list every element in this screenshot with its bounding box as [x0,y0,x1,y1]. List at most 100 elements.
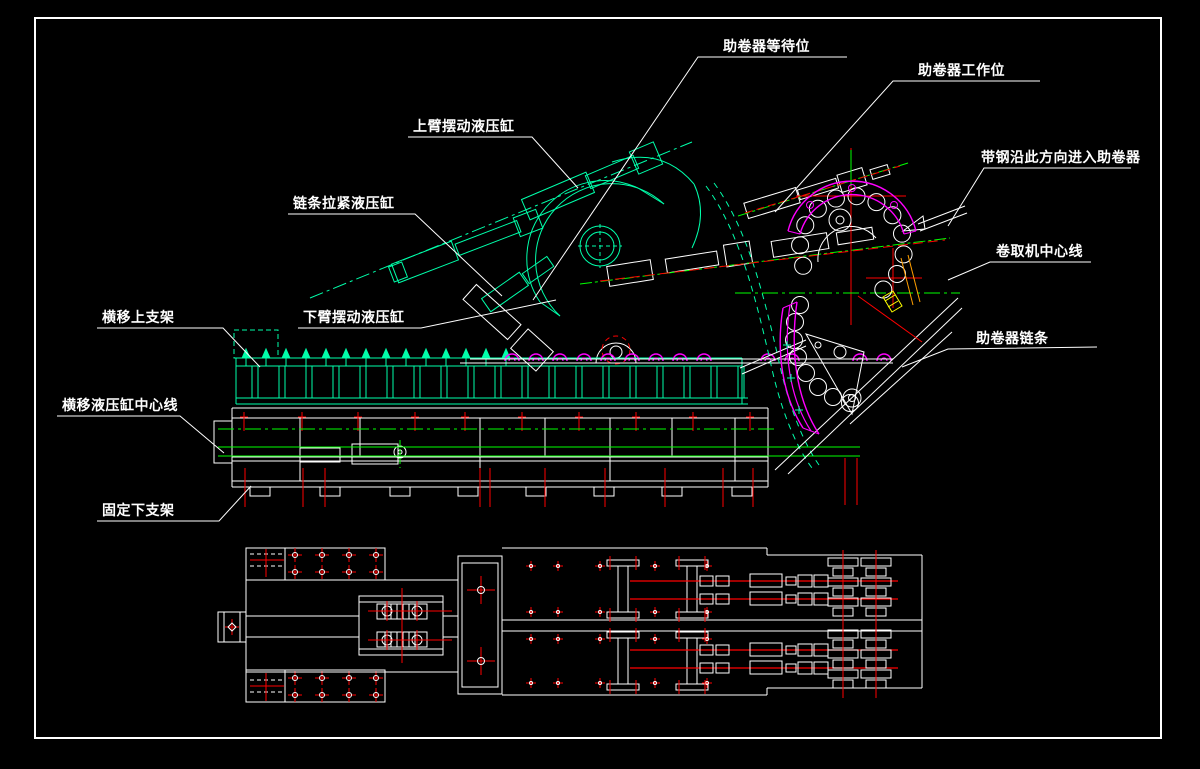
cad-circle [653,564,657,568]
cad-line [857,295,923,343]
cad-rect [661,486,683,497]
cad-g [628,141,664,175]
cad-rect [715,644,730,656]
cad-circle [814,341,822,349]
cad-circle [892,224,911,243]
cad-path [281,347,291,358]
cad-path [817,225,877,263]
cad-circle [653,681,657,685]
cad-circle [529,637,533,641]
cad-rect [606,611,640,619]
cad-rect [358,595,444,656]
cad-g [606,259,654,287]
cad-rect [715,593,730,605]
cad-rect [743,186,801,220]
cad-path [535,183,665,317]
cad-circle [874,280,893,299]
cad-circle [529,681,533,685]
cad-rect [749,642,783,657]
cad-circle [556,564,560,568]
label-strip-entry-direction: 带钢沿此方向进入助卷器 [947,149,1141,227]
label-wrapper-chain: 助卷器链条 [901,330,1098,368]
cad-rect [521,255,555,285]
cad-rect [390,240,460,284]
cad-circle [848,184,856,192]
leader-line [97,485,252,522]
cad-circle [373,675,379,681]
label-text: 带钢沿此方向进入助卷器 [981,149,1141,165]
cad-circle [883,206,902,225]
label-wait-position: 助卷器等待位 [532,38,847,301]
cad-path [779,307,804,429]
cad-path [341,347,351,358]
cad-rect [509,328,555,372]
cad-circle [789,348,807,366]
cad-line [903,230,917,235]
cad-circle [601,335,631,365]
cad-line [919,212,968,232]
cad-path [713,182,820,466]
cad-path [628,357,636,362]
cad-path [401,347,411,358]
label-lower-arm-cylinder: 下臂摆动液压缸 [298,299,557,329]
cad-line [917,205,966,225]
cad-circle [796,216,815,235]
cad-g [462,283,522,341]
cad-line [887,300,899,308]
cad-rect [675,631,709,639]
cad-circle [477,586,485,594]
cad-rect [389,486,411,497]
cad-circle [890,201,898,209]
cad-circle [346,552,352,558]
cad-path [691,183,702,249]
elevation-view [213,141,968,507]
cad-line [849,331,953,425]
cad-rect [462,283,522,341]
cad-path [804,333,865,416]
cad-rect [525,486,547,497]
cad-path [556,357,564,362]
cad-rect [785,645,797,655]
cad-path [700,357,708,362]
cad-rect [233,329,279,359]
cad-rect [797,661,813,675]
leader-line [97,327,261,368]
cad-rect [606,259,654,287]
cad-circle [797,364,815,382]
cad-path [595,342,637,364]
leader-line [901,346,1098,368]
cad-circle [373,552,379,558]
cad-line [309,141,693,299]
cad-path [421,347,431,358]
cad-rect [245,669,386,703]
cad-circle [373,569,379,575]
leader-line [288,213,503,297]
cad-circle [653,610,657,614]
cad-circle [319,569,325,575]
cad-circle [791,236,810,255]
cad-line [802,427,820,435]
cad-circle [653,637,657,641]
cad-rect [628,141,664,175]
cad-circle [609,345,623,359]
cad-g [480,271,530,313]
cad-rect [457,555,503,695]
plan-view [217,547,923,703]
cad-path [481,347,491,358]
cad-g [521,255,555,285]
cad-rect [454,219,522,257]
label-coiler-centerline: 卷取机中心线 [947,243,1091,281]
label-fixed-lower-bracket: 固定下支架 [97,485,252,522]
cad-rect [249,486,271,497]
label-text: 链条拉紧液压缸 [293,195,395,211]
cad-rect [699,575,714,587]
cad-circle [841,394,859,412]
cad-path [799,193,905,235]
cad-circle [556,637,560,641]
cad-path [301,347,311,358]
cad-path [532,357,540,362]
cad-rect [749,573,783,588]
cad-circle [824,388,842,406]
cad-g [390,240,460,284]
cad-rect [797,643,813,657]
